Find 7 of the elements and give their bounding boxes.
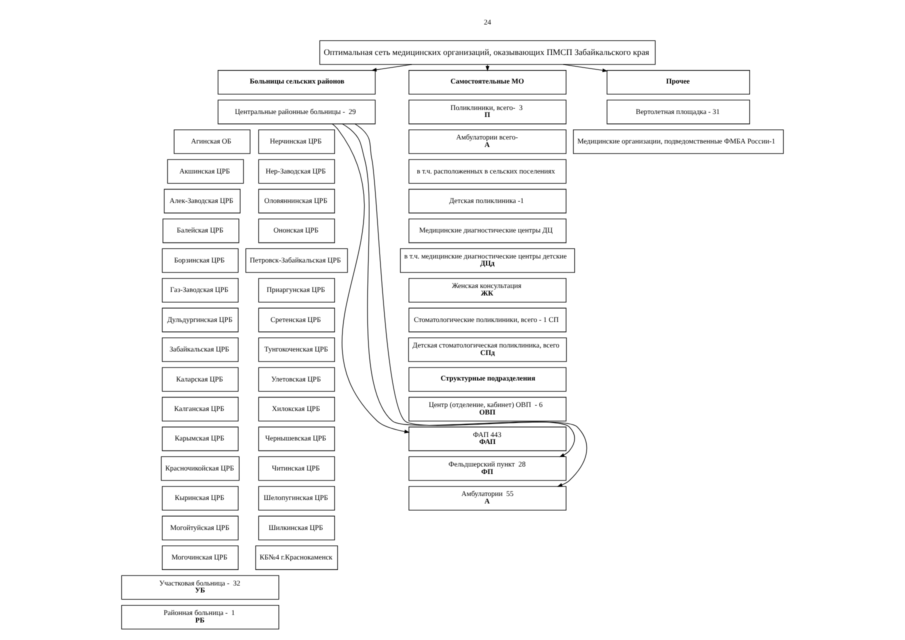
arrow xyxy=(371,64,412,72)
arrow xyxy=(486,64,490,72)
arrow xyxy=(342,124,575,458)
arrow xyxy=(562,64,608,72)
node-box: Оптимальная сеть медицинских организаций, оказывающих ПМСП Забайкальского края xyxy=(319,40,656,65)
arrow xyxy=(354,124,588,487)
arrow xyxy=(332,124,410,434)
